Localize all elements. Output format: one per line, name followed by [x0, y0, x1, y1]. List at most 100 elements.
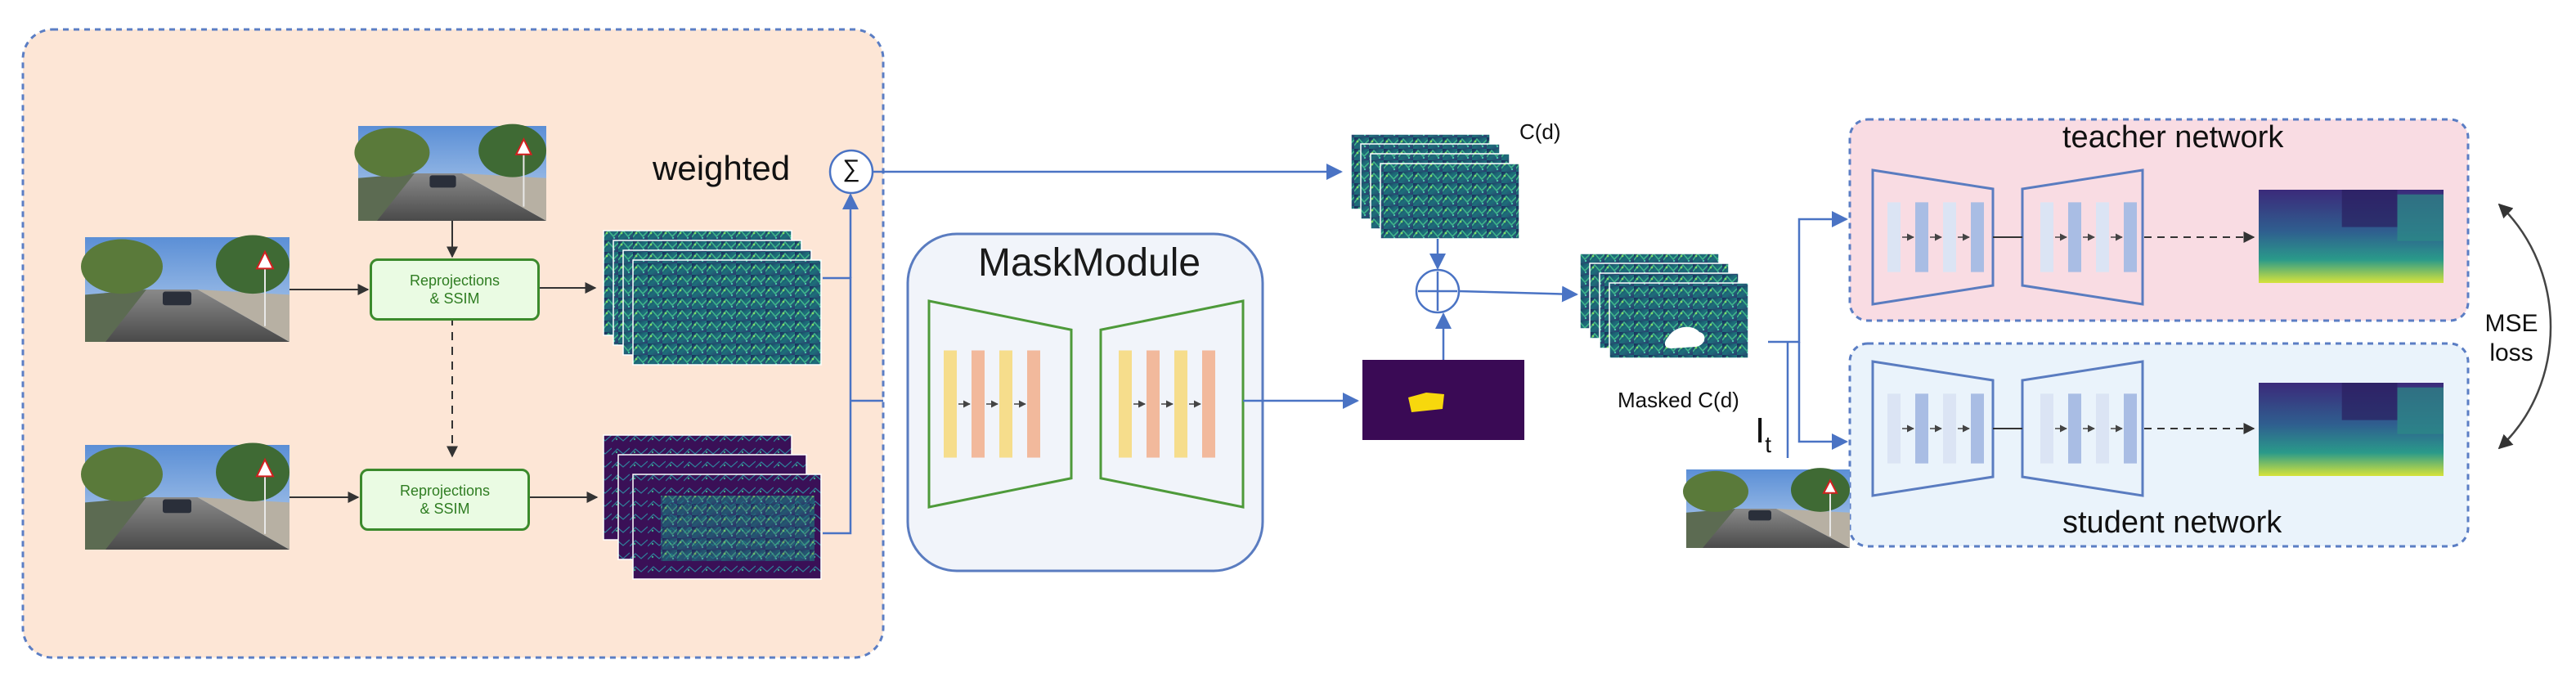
photo-road — [105, 290, 289, 342]
masked-region-icon — [1664, 326, 1705, 348]
target-image-label-main: I — [1755, 411, 1766, 451]
error-map-stack-top — [603, 230, 822, 366]
layer-bar — [1971, 393, 1984, 464]
decoder-trapezoid — [2021, 360, 2144, 497]
layer-bar — [1971, 202, 1984, 272]
target-image-label: It — [1755, 411, 1771, 458]
photo-tree-left — [1683, 470, 1748, 512]
mse-loss-label: MSE loss — [2483, 309, 2540, 368]
encoder-trapezoid — [1871, 360, 1995, 497]
mask-module-encoder-decoder — [927, 299, 1245, 509]
teacher-network-label: teacher network — [2062, 120, 2284, 155]
photo-road — [377, 173, 546, 221]
photo-car — [163, 499, 191, 514]
encoder-trapezoid — [1871, 168, 1995, 306]
layer-bar — [2068, 202, 2081, 272]
street-photo-left-top — [81, 235, 289, 342]
depth-map-teal-region — [2397, 387, 2444, 434]
photo-warning-sign — [514, 137, 533, 155]
weighted-label: weighted — [653, 149, 791, 187]
error-map-layer — [1380, 163, 1520, 240]
layer-bar — [1943, 393, 1956, 464]
reprojection-ssim-box-top: Reprojections & SSIM — [370, 258, 540, 321]
photo-car — [163, 291, 191, 306]
layer-bar — [2068, 393, 2081, 464]
street-photo-target — [1683, 468, 1850, 548]
reprojection-bottom-line2: & SSIM — [420, 501, 470, 517]
layer-bar — [2124, 393, 2137, 464]
photo-car — [1748, 510, 1771, 521]
arrow-masked-to-teacher — [1768, 211, 1848, 344]
photo-car — [429, 175, 456, 188]
mse-line2: loss — [2489, 339, 2533, 366]
depth-map-dark-region — [2341, 383, 2398, 420]
student-network-label: student network — [2062, 505, 2282, 540]
teacher-encoder-decoder — [1871, 168, 2144, 306]
layer-bar — [1887, 393, 1901, 464]
teacher-depth-output — [2259, 190, 2444, 283]
depth-map-dark-region — [2341, 190, 2398, 227]
layer-bar — [972, 350, 985, 458]
layer-bar — [1202, 350, 1215, 458]
street-photo-top — [354, 123, 546, 221]
layer-bar — [1027, 350, 1040, 458]
photo-sidewalk — [197, 290, 289, 342]
reprojection-top-line1: Reprojections — [409, 272, 500, 289]
confidence-label: C(d) — [1519, 119, 1561, 144]
reprojection-top-line2: & SSIM — [429, 290, 480, 307]
layer-bar — [1119, 350, 1132, 458]
reprojection-bottom-line1: Reprojections — [399, 483, 491, 499]
depth-map-teal-region — [2397, 194, 2444, 241]
target-image-label-sub: t — [1765, 432, 1772, 457]
confidence-map-stack — [1350, 133, 1520, 240]
reprojection-ssim-box-bottom: Reprojections & SSIM — [360, 469, 530, 531]
photo-tree-left — [81, 447, 163, 502]
photo-tree-left — [354, 128, 430, 177]
street-photo-left-bottom — [81, 442, 289, 550]
layer-bar — [944, 350, 957, 458]
photo-tree-right — [478, 123, 546, 177]
decoder-trapezoid — [1099, 299, 1245, 509]
photo-tree-right — [216, 442, 289, 502]
layer-bar — [2096, 393, 2109, 464]
layer-bar — [2040, 393, 2053, 464]
layer-bar — [2124, 202, 2137, 272]
arrow-plus-to-masked — [1458, 285, 1578, 303]
photo-warning-sign — [255, 457, 275, 478]
layer-bar — [999, 350, 1012, 458]
photo-tree-right — [1791, 468, 1850, 512]
layer-bar — [2096, 202, 2109, 272]
arrow-masked-to-student — [1797, 342, 1848, 450]
layer-bar — [2040, 202, 2053, 272]
layer-bar — [1943, 202, 1956, 272]
photo-road — [1703, 509, 1850, 548]
photo-warning-sign — [255, 249, 275, 270]
mask-module-box — [906, 232, 1264, 573]
layer-bar — [1887, 202, 1901, 272]
layer-bar — [1915, 393, 1928, 464]
mse-loss-arrow — [2497, 203, 2552, 450]
error-map-detail — [661, 496, 815, 561]
student-encoder-decoder — [1871, 360, 2144, 497]
student-depth-output — [2259, 383, 2444, 476]
photo-sidewalk — [461, 173, 546, 221]
mse-line1: MSE — [2484, 310, 2538, 337]
masked-confidence-stack — [1579, 253, 1749, 359]
encoder-trapezoid — [927, 299, 1073, 509]
photo-tree-right — [216, 235, 289, 294]
binary-mask-blob — [1408, 393, 1444, 412]
stack-bracket — [823, 276, 852, 535]
layer-bar — [1174, 350, 1187, 458]
photo-road — [105, 497, 289, 550]
decoder-trapezoid — [2021, 168, 2144, 306]
layer-bar — [1147, 350, 1160, 458]
photo-warning-sign — [1822, 478, 1838, 494]
error-map-stack-bottom — [603, 434, 822, 580]
error-map-layer — [632, 259, 822, 366]
photo-sidewalk — [1776, 509, 1850, 548]
layer-bar — [1915, 202, 1928, 272]
masked-confidence-label: Masked C(d) — [1618, 388, 1739, 412]
mask-module-title: MaskModule — [978, 241, 1201, 285]
